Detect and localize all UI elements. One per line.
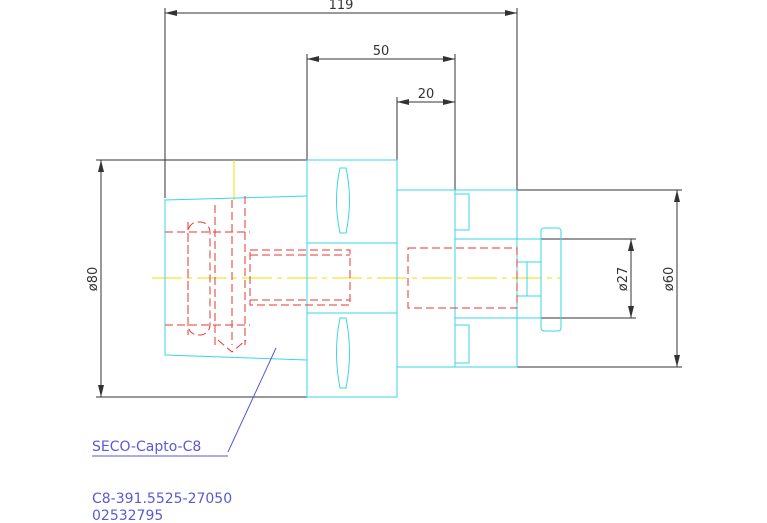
leader-label: SECO-Capto-C8 [92, 439, 201, 455]
arrow-119-left [165, 10, 177, 16]
dim-overall-length: 119 [329, 0, 354, 13]
arrow-20-left [397, 99, 409, 105]
capto-shank-outline [164, 195, 308, 361]
shank-bore [407, 247, 518, 309]
screw-neck [516, 261, 528, 297]
arrow-60-bottom [674, 355, 680, 367]
drive-slot-lower [336, 317, 350, 389]
collar-key-lower [454, 324, 470, 364]
drill-tip [217, 339, 247, 353]
arrow-119-right [505, 10, 517, 16]
part-outline [164, 159, 562, 398]
arrow-60-top [674, 190, 680, 202]
arrow-27-bottom [628, 306, 634, 318]
arrow-50-right [443, 56, 455, 62]
arrow-20-right [443, 99, 455, 105]
drive-slot-upper [336, 167, 350, 234]
central-bore [249, 249, 351, 306]
order-code: 02532795 [92, 508, 163, 523]
dimension-lines [96, 8, 682, 398]
leader [92, 347, 277, 457]
dim-body-diameter: ø80 [86, 267, 101, 292]
hidden-lines [165, 196, 518, 353]
dimension-arrows [98, 10, 680, 397]
dim-shank-diameter: ø27 [616, 267, 631, 292]
centerlines [152, 160, 560, 279]
dim-collar-diameter: ø60 [662, 267, 677, 292]
clamp-slot [187, 221, 211, 336]
dim-collar-length: 20 [418, 87, 435, 102]
arrow-27-top [628, 239, 634, 251]
arrow-80-bottom [98, 385, 104, 397]
dim-flange-length: 50 [373, 44, 390, 59]
arrow-50-left [307, 56, 319, 62]
screw-head [540, 227, 562, 332]
part-number: C8-391.5525-27050 [92, 491, 232, 507]
arrow-80-top [98, 160, 104, 172]
collar-key-upper [454, 193, 470, 231]
